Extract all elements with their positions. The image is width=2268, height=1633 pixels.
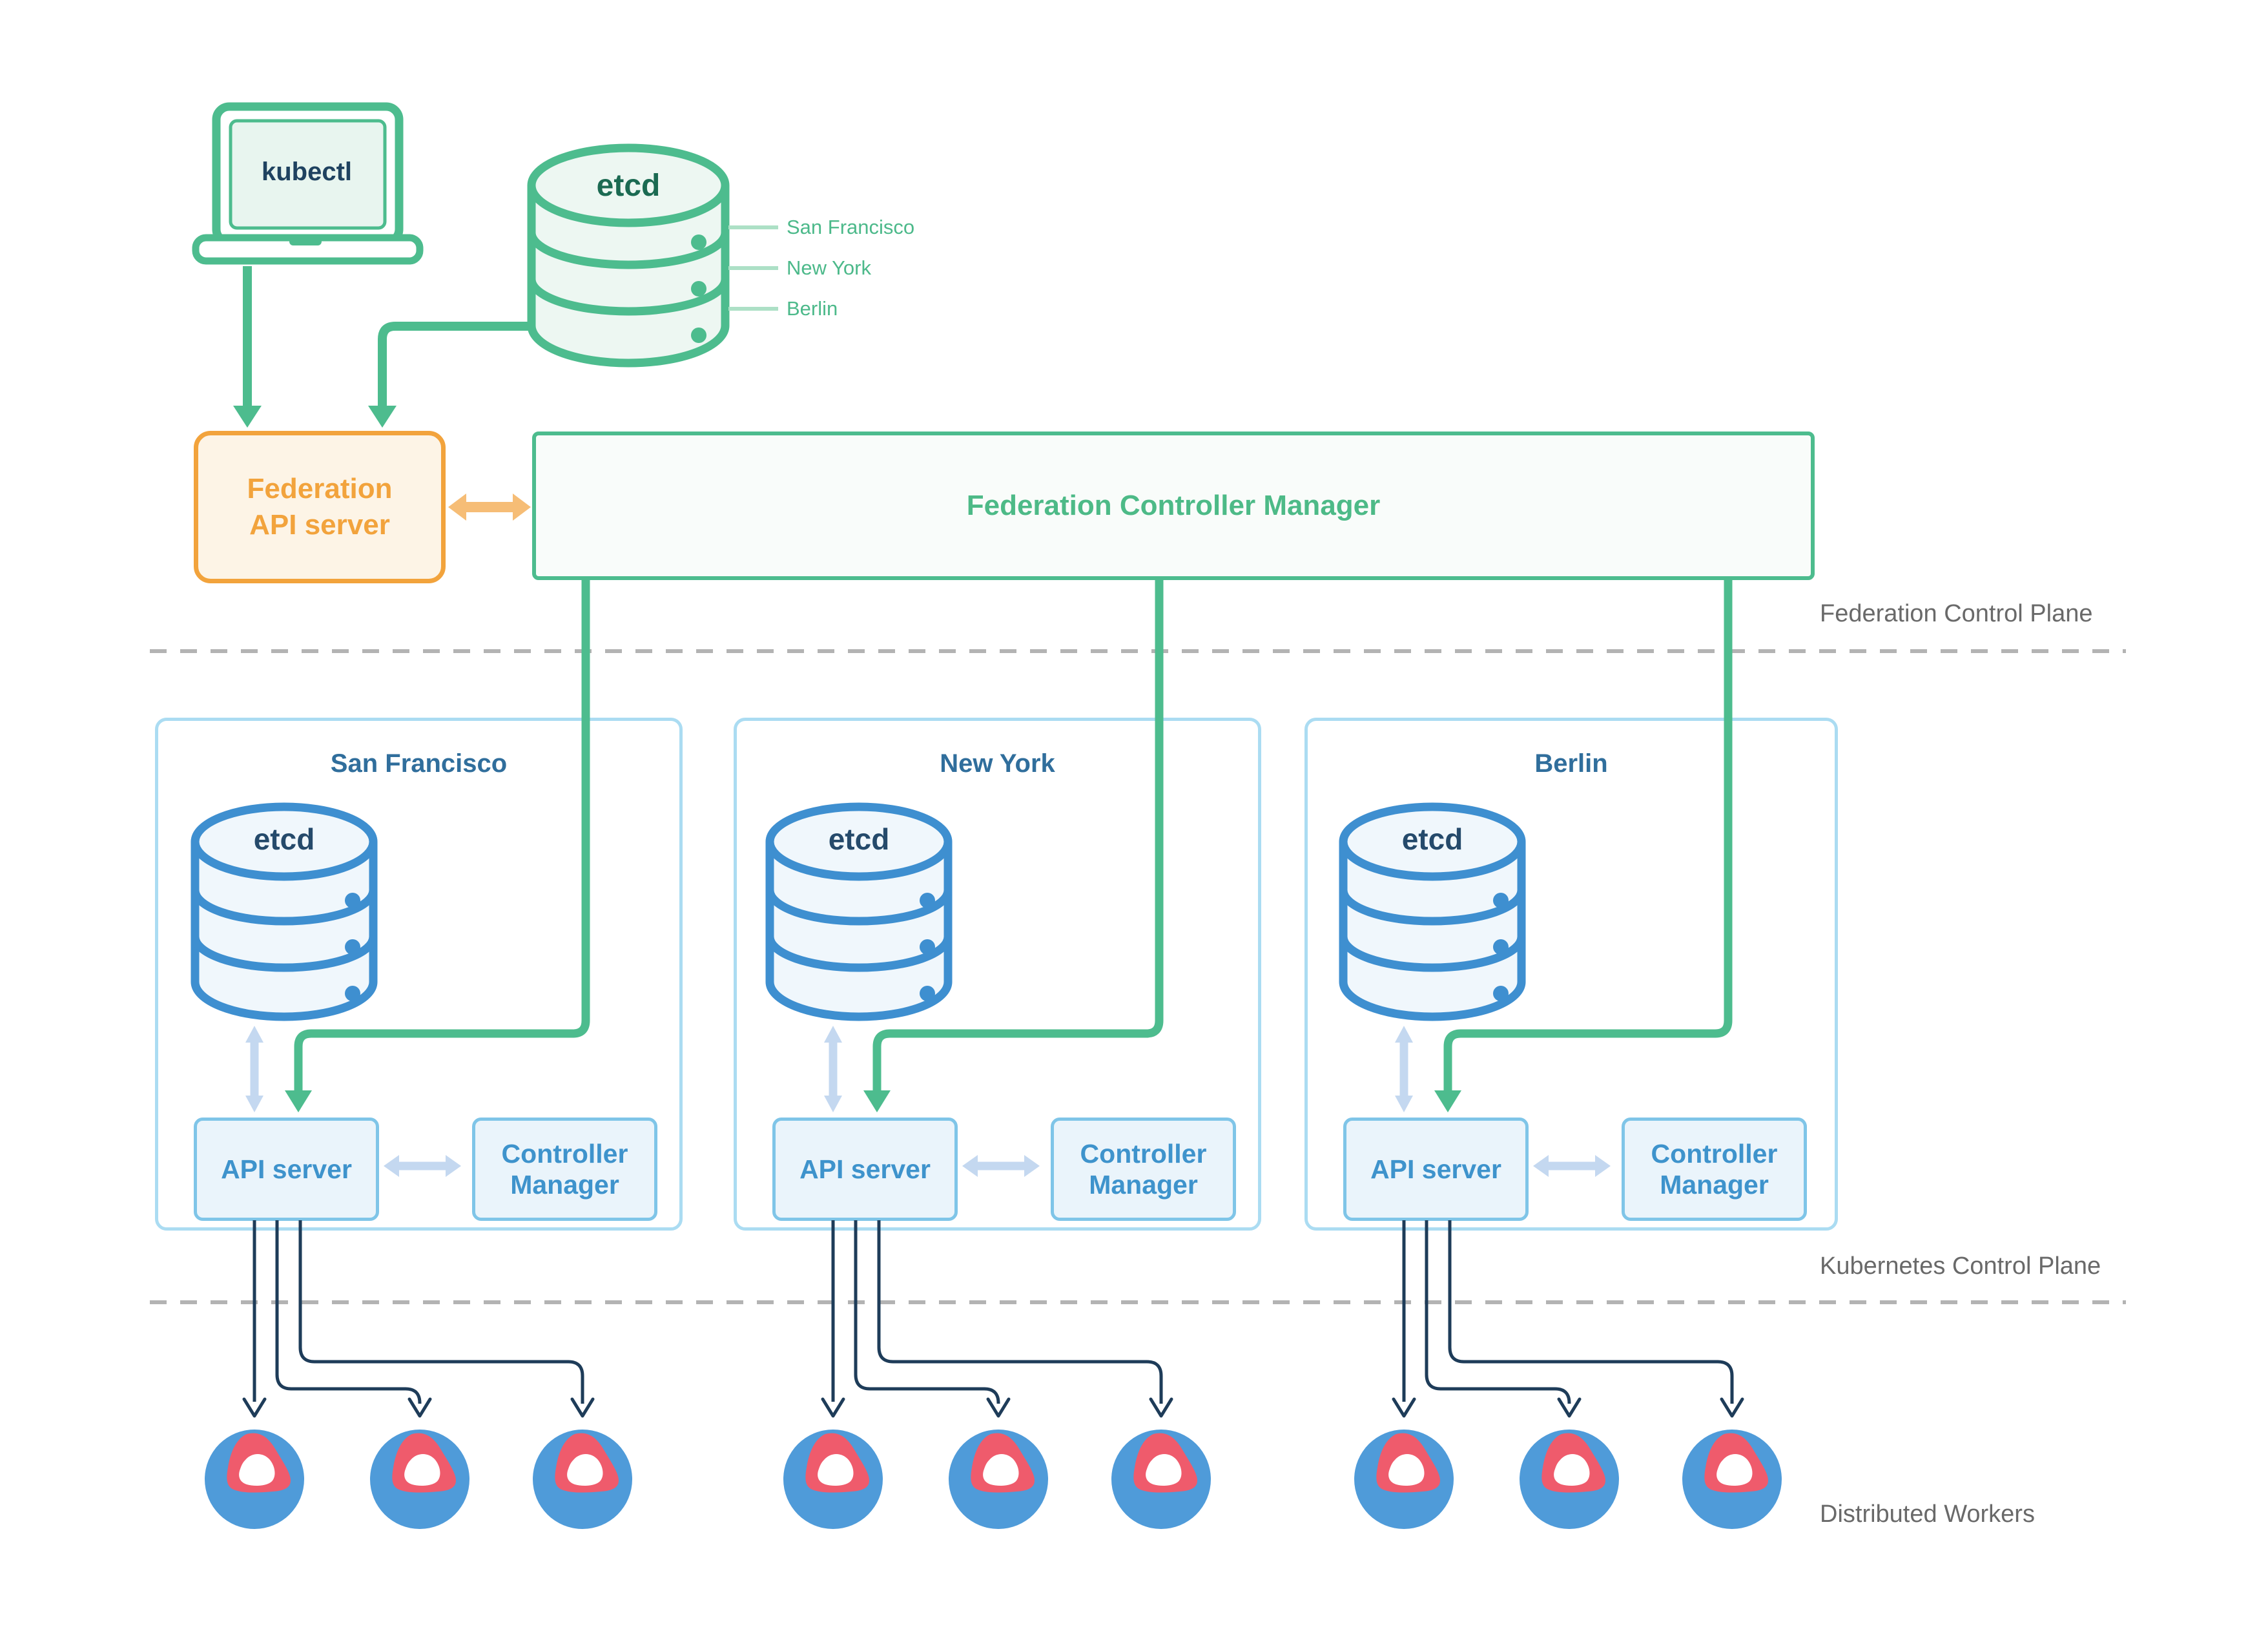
federation-controller-manager-label: Federation Controller Manager <box>966 490 1381 521</box>
controller-manager-box: Controller Manager <box>1051 1118 1236 1221</box>
federation-api-server-label-line1: Federation <box>247 473 393 504</box>
worker-node-icon <box>205 1399 304 1529</box>
federation-controller-manager-box: Federation Controller Manager <box>532 432 1815 580</box>
section-label-distributed-workers: Distributed Workers <box>1820 1501 2035 1528</box>
federation-api-server-box: Federation API server <box>194 431 446 583</box>
api-server-label: API server <box>221 1154 352 1184</box>
etcd-to-fedapi-arrow <box>368 322 533 428</box>
api-server-label: API server <box>1370 1154 1501 1184</box>
api-server-box: API server <box>1343 1118 1529 1221</box>
controller-manager-label-line2: Manager <box>1660 1170 1769 1200</box>
api-server-box: API server <box>194 1118 379 1221</box>
cluster-new-york: New York API server Controller Manager <box>734 718 1261 1231</box>
ny-api-to-workers-lines <box>831 1220 1163 1404</box>
etcd-region-ticks <box>728 225 778 311</box>
cluster-title: Berlin <box>1534 749 1608 778</box>
cluster-san-francisco: San Francisco API server Controller Mana… <box>155 718 683 1231</box>
etcd-region-berlin: Berlin <box>787 297 838 320</box>
worker-node-icon <box>1520 1399 1619 1529</box>
federation-etcd-label: etcd <box>596 169 661 203</box>
cluster-title: New York <box>940 749 1055 778</box>
etcd-region-new-york: New York <box>787 256 871 279</box>
berlin-etcd-label: etcd <box>1401 822 1463 856</box>
berlin-api-to-workers-lines <box>1402 1220 1734 1404</box>
worker-node-icon <box>949 1399 1048 1529</box>
section-label-kubernetes-control-plane: Kubernetes Control Plane <box>1820 1253 2101 1280</box>
cluster-berlin: Berlin API server Controller Manager <box>1304 718 1838 1231</box>
etcd-region-san-francisco: San Francisco <box>787 216 915 238</box>
section-label-federation-control-plane: Federation Control Plane <box>1820 600 2093 627</box>
worker-node-icon <box>370 1399 469 1529</box>
controller-manager-label-line1: Controller <box>501 1139 628 1169</box>
api-server-label: API server <box>799 1154 931 1184</box>
controller-manager-box: Controller Manager <box>472 1118 657 1221</box>
cluster-title: San Francisco <box>330 749 508 778</box>
worker-node-icon <box>783 1399 883 1529</box>
worker-node-icon <box>533 1399 632 1529</box>
worker-node-icon <box>1354 1399 1454 1529</box>
worker-node-icon <box>1682 1399 1782 1529</box>
sf-api-to-workers-lines <box>253 1220 584 1404</box>
controller-manager-box: Controller Manager <box>1622 1118 1807 1221</box>
api-server-box: API server <box>772 1118 958 1221</box>
controller-manager-label-line2: Manager <box>510 1170 619 1200</box>
kubectl-label: kubectl <box>261 158 353 186</box>
controller-manager-label-line1: Controller <box>1651 1139 1778 1169</box>
controller-manager-label-line1: Controller <box>1080 1139 1207 1169</box>
sf-etcd-label: etcd <box>253 822 315 856</box>
ny-etcd-label: etcd <box>828 822 890 856</box>
worker-node-icon <box>1111 1399 1211 1529</box>
federation-api-server-label-line2: API server <box>249 509 390 541</box>
controller-manager-label-line2: Manager <box>1089 1170 1198 1200</box>
fedapi-fcm-double-arrow <box>448 494 531 521</box>
kubectl-to-fedapi-arrow <box>233 266 262 428</box>
